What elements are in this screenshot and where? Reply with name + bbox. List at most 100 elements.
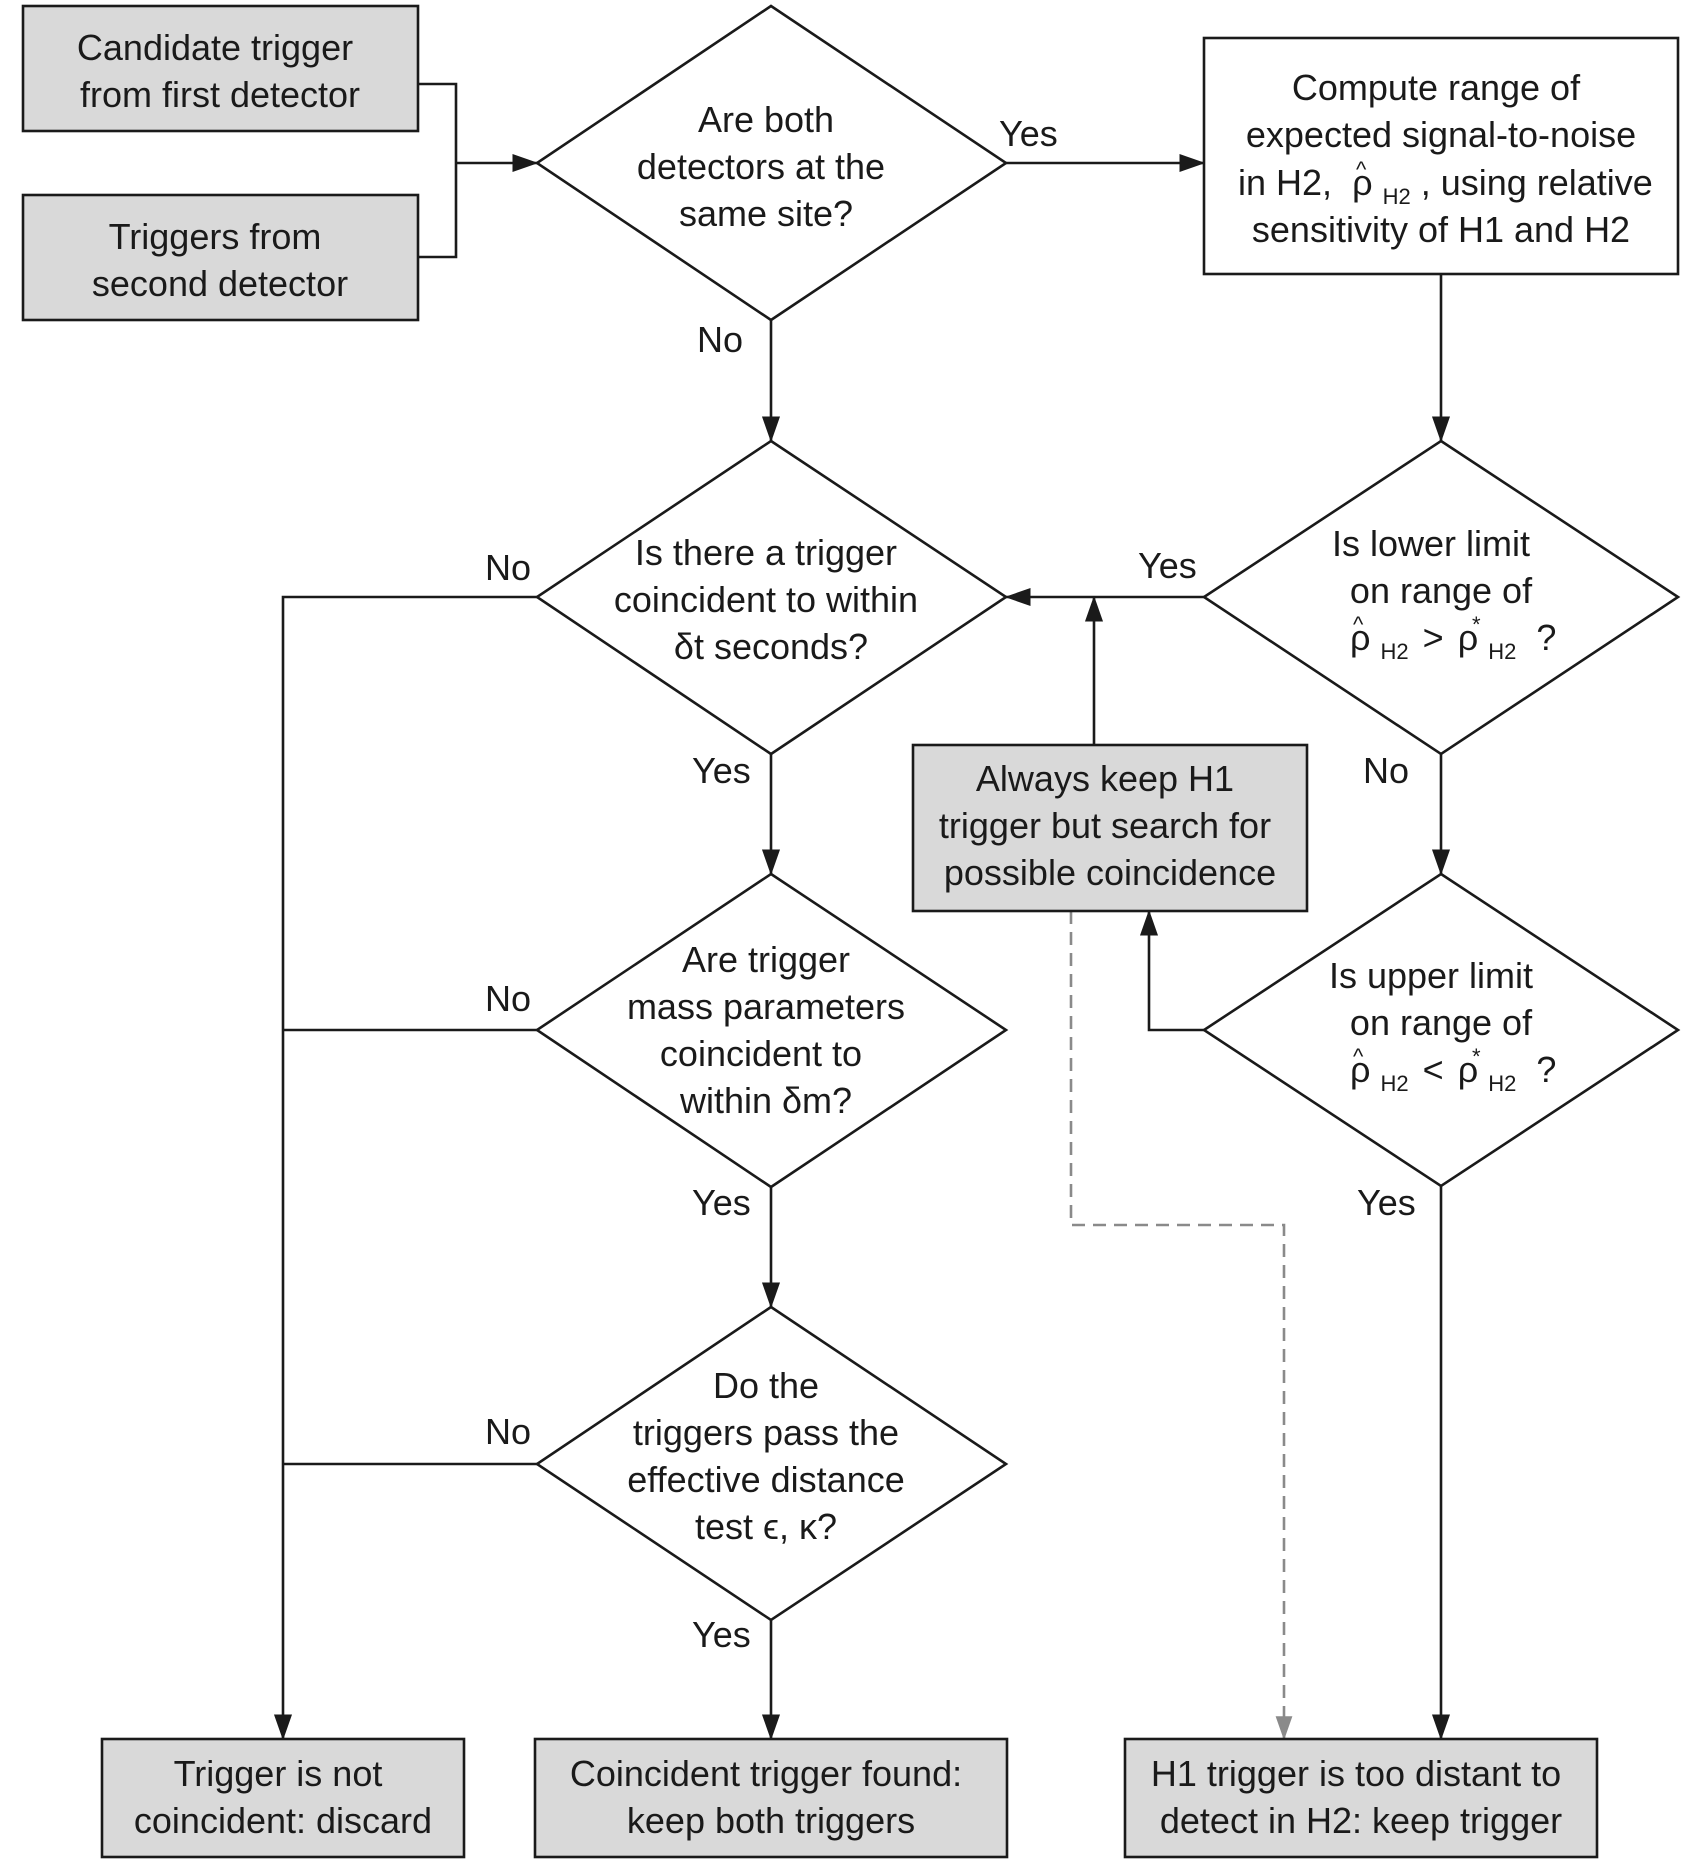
always-keep-box xyxy=(911,743,1309,913)
compute-range-line-2: expected signal-to-noise xyxy=(1246,114,1636,155)
first-detector-line-1: Candidate trigger xyxy=(77,27,353,68)
second-detector-line-1: Triggers from xyxy=(109,216,322,257)
same-site-line-2: detectors at the xyxy=(637,146,885,187)
not-coincident-box xyxy=(100,1737,466,1859)
coincident-found-line-2: keep both triggers xyxy=(627,1800,915,1841)
rho-hat-symbol: ρ xyxy=(1352,162,1372,203)
label-mass-yes: Yes xyxy=(692,1182,751,1223)
upper-rho-star: ρ xyxy=(1458,1049,1478,1090)
lower-limit-decision: Is lower limit on range of ρ H2 > ρ H2 ?… xyxy=(1201,439,1681,756)
compute-range-line-3b: , using relative xyxy=(1421,162,1653,203)
distance-test-diamond xyxy=(534,1305,1009,1622)
second-detector-line-2: second detector xyxy=(92,263,348,304)
distance-test-line-1: Do the xyxy=(713,1365,819,1406)
lower-hat-mark: ^ xyxy=(1353,612,1364,637)
connector-first-detector xyxy=(418,82,458,163)
arrow-upper-no-to-keep xyxy=(1139,909,1204,1032)
too-distant-box xyxy=(1123,1737,1599,1859)
lower-limit-line-2: on range of xyxy=(1350,570,1533,611)
always-keep-node: Always keep H1 trigger but search for po… xyxy=(911,743,1309,913)
upper-rho-hat-sub: H2 xyxy=(1381,1071,1409,1096)
same-site-line-1: Are both xyxy=(698,99,834,140)
upper-limit-line-1: Is upper limit xyxy=(1329,955,1533,996)
svg-text:sensitivity of H1 and H2: sensitivity of H1 and H2 xyxy=(1252,209,1630,250)
same-site-diamond xyxy=(534,4,1009,322)
label-time-no: No xyxy=(485,547,531,588)
coincident-found-line-1: Coincident trigger found: xyxy=(570,1753,962,1794)
svg-text:Are both detectors at th: Are both detectors at the same site? xyxy=(637,99,895,234)
coincident-found-box xyxy=(533,1737,1009,1859)
lower-limit-line-1: Is lower limit xyxy=(1332,523,1530,564)
lower-rho-hat: ρ xyxy=(1350,617,1370,658)
lower-rho-star-sub: H2 xyxy=(1488,639,1516,664)
always-keep-line-3: possible coincidence xyxy=(944,852,1276,893)
edge-labels: Yes No No Yes Yes No No Yes Yes No Yes xyxy=(485,113,1416,1655)
lower-question: ? xyxy=(1536,617,1556,658)
dashed-search-path xyxy=(1069,911,1293,1741)
always-keep-line-1: Always keep H1 xyxy=(976,758,1234,799)
label-same-site-yes: Yes xyxy=(999,113,1058,154)
always-keep-line-2: trigger but search for xyxy=(939,805,1271,846)
mass-coincident-line-3: coincident to xyxy=(660,1033,862,1074)
svg-text:ρ H2 > ρ: ρ H2 > ρ H2 ? xyxy=(1350,617,1556,667)
svg-text:Do the triggers pass the: Do the triggers pass the effective dista… xyxy=(627,1365,915,1547)
rho-hat-mark: ^ xyxy=(1356,157,1367,182)
label-upper-yes: Yes xyxy=(1357,1182,1416,1223)
same-site-decision: Are both detectors at the same site? xyxy=(534,4,1009,322)
mass-coincident-decision: Are trigger mass parameters coincident t… xyxy=(534,872,1009,1189)
svg-text:Always keep H1 trigger b: Always keep H1 trigger but search for po… xyxy=(939,758,1281,893)
lower-limit-diamond xyxy=(1201,439,1681,756)
second-detector-box xyxy=(21,193,420,322)
svg-text:Trigger is not coinciden: Trigger is not coincident: discard xyxy=(134,1753,432,1841)
too-distant-line-2: detect in H2: keep trigger xyxy=(1160,1800,1562,1841)
mass-coincident-line-2: mass parameters xyxy=(627,986,905,1027)
label-lower-no: No xyxy=(1363,750,1409,791)
lower-gt: > xyxy=(1423,617,1444,658)
not-coincident-node: Trigger is not coincident: discard xyxy=(100,1737,466,1859)
distance-test-line-2: triggers pass the xyxy=(633,1412,899,1453)
upper-limit-diamond xyxy=(1201,872,1681,1188)
time-coincident-decision: Is there a trigger coincident to within … xyxy=(534,439,1009,756)
distance-test-line-4: test ϵ, κ? xyxy=(695,1506,837,1547)
label-time-yes: Yes xyxy=(692,750,751,791)
svg-text:Are trigger mass paramet: Are trigger mass parameters coincident t… xyxy=(627,939,915,1121)
compute-range-line-1: Compute range of xyxy=(1292,67,1581,108)
upper-rho-hat: ρ xyxy=(1350,1049,1370,1090)
connector-second-detector xyxy=(418,163,458,259)
label-lower-yes: Yes xyxy=(1138,545,1197,586)
upper-limit-line-2: on range of xyxy=(1350,1002,1533,1043)
upper-lt: < xyxy=(1423,1049,1444,1090)
upper-rho-star-sub: H2 xyxy=(1488,1071,1516,1096)
svg-text:Candidate trigger from f: Candidate trigger from first detector xyxy=(77,27,363,115)
not-coincident-line-1: Trigger is not xyxy=(174,1753,383,1794)
lower-star-mark: * xyxy=(1472,612,1481,637)
mass-coincident-line-4: within δm? xyxy=(679,1080,852,1121)
time-coincident-line-3: δt seconds? xyxy=(674,626,868,667)
svg-text:Coincident trigger found:: Coincident trigger found: keep both trig… xyxy=(570,1753,972,1841)
label-distance-no: No xyxy=(485,1411,531,1452)
compute-range-line-4: sensitivity of H1 and H2 xyxy=(1252,209,1630,250)
svg-text:Is lower limit on range: Is lower limit on range of xyxy=(1332,523,1540,611)
upper-question: ? xyxy=(1536,1049,1556,1090)
svg-text:Is there a trigger coinc: Is there a trigger coincident to within … xyxy=(614,532,928,667)
upper-limit-decision: Is upper limit on range of ρ H2 < ρ H2 ?… xyxy=(1201,872,1681,1188)
lower-rho-hat-sub: H2 xyxy=(1381,639,1409,664)
first-detector-line-2: from first detector xyxy=(80,74,360,115)
svg-text:Is upper limit on range: Is upper limit on range of xyxy=(1329,955,1543,1043)
svg-text:Compute range of expecte: Compute range of expected signal-to-nois… xyxy=(1246,67,1636,155)
mass-coincident-diamond xyxy=(534,872,1009,1189)
svg-text:Triggers from second det: Triggers from second detector xyxy=(92,216,348,304)
too-distant-node: H1 trigger is too distant to detect in H… xyxy=(1123,1737,1599,1859)
compute-range-node: Compute range of expected signal-to-nois… xyxy=(1202,36,1680,276)
time-coincident-line-1: Is there a trigger xyxy=(635,532,897,573)
distance-test-decision: Do the triggers pass the effective dista… xyxy=(534,1305,1009,1622)
rho-subscript: H2 xyxy=(1383,184,1411,209)
first-detector-node: Candidate trigger from first detector xyxy=(21,4,420,133)
second-detector-node: Triggers from second detector xyxy=(21,193,420,322)
first-detector-box xyxy=(21,4,420,133)
compute-range-box xyxy=(1202,36,1680,276)
time-coincident-line-2: coincident to within xyxy=(614,579,918,620)
compute-range-line-3a: in H2, xyxy=(1238,162,1332,203)
label-distance-yes: Yes xyxy=(692,1614,751,1655)
